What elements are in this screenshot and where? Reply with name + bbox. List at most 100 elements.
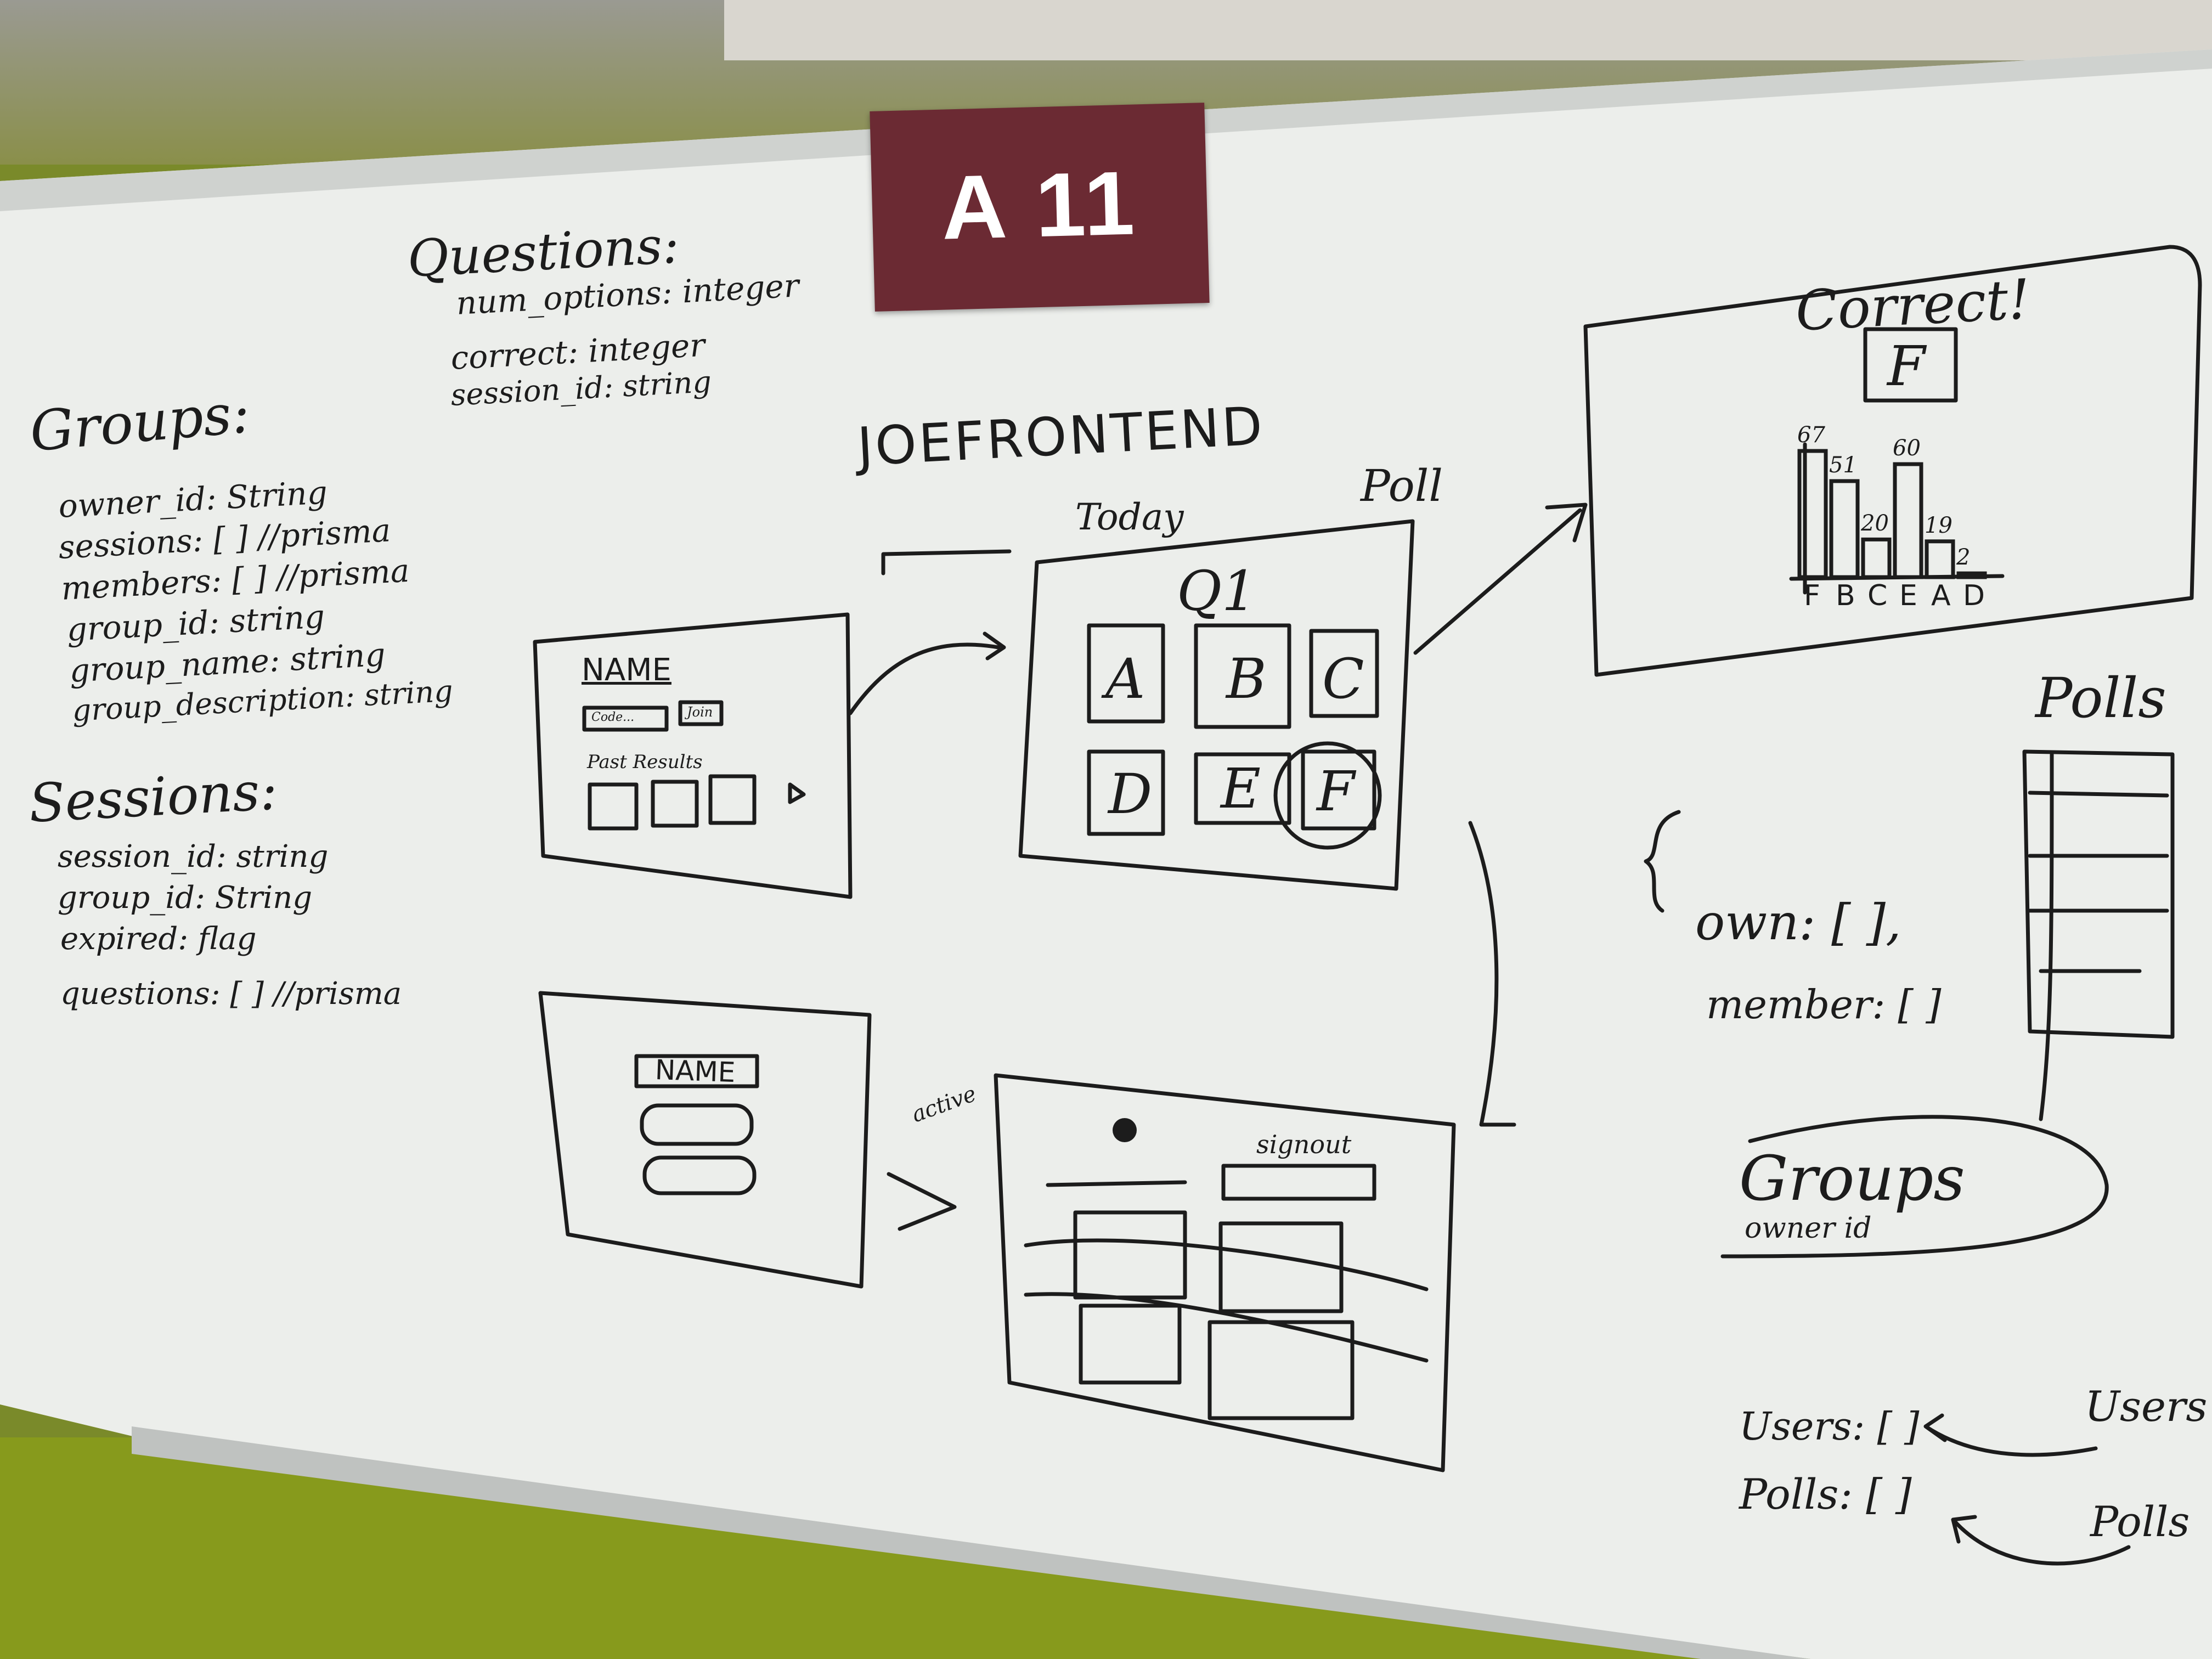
- option-d: D: [1108, 762, 1153, 826]
- chart-value-label: 67: [1797, 422, 1825, 448]
- join-screen-frame: [533, 612, 853, 899]
- groups-box-label: Groups: [1739, 1143, 1965, 1215]
- arrow-polls: [1951, 1515, 2131, 1566]
- owner-id-label: owner id: [1745, 1212, 1872, 1245]
- room-sign: A 11: [870, 103, 1210, 312]
- chart-category-label: F: [1804, 579, 1820, 612]
- option-box-d: [1087, 749, 1165, 836]
- result-title: Correct!: [1793, 267, 2032, 343]
- avatar-dot: [1113, 1118, 1137, 1142]
- group-card-3: [1079, 1304, 1182, 1385]
- polls-to-groups-line: [2039, 752, 2054, 1121]
- login-field-2: [642, 1155, 757, 1195]
- chart-bar: [1925, 539, 1955, 579]
- option-e: E: [1221, 757, 1261, 821]
- chart-bars: [1797, 449, 1987, 579]
- polls-title: Polls: [2035, 666, 2166, 730]
- groups-oval: [1720, 1115, 2109, 1259]
- group-card-1: [1073, 1210, 1187, 1300]
- marker-tray: [132, 1426, 1810, 1659]
- option-b: B: [1226, 647, 1267, 711]
- chart-category-label: B: [1836, 579, 1855, 612]
- login-field-1: [640, 1103, 754, 1146]
- poll-label: Poll: [1361, 460, 1443, 511]
- result-answer: F: [1887, 334, 1926, 398]
- member-field: member: [ ]: [1706, 981, 1942, 1028]
- own-field: own: [ ],: [1695, 894, 1901, 951]
- chart-value-label: 20: [1861, 511, 1889, 537]
- sessions-field-2: group_id: String: [58, 880, 313, 916]
- arrow-join-to-poll: [848, 642, 1001, 715]
- option-box-e: [1194, 752, 1291, 825]
- chart-bar: [1797, 449, 1828, 579]
- past-results-label: Past Results: [587, 751, 703, 773]
- past-result-card-2: [651, 780, 699, 828]
- arrow-users: [1923, 1413, 2098, 1457]
- chart-value-label: 2: [1956, 545, 1971, 571]
- code-input-box: [582, 706, 669, 732]
- login-name-label: NAME: [654, 1054, 736, 1089]
- whiteboard-surface: [0, 49, 2212, 1659]
- polls-list-rows: [2028, 791, 2169, 973]
- back-arrow-icon: [881, 549, 1012, 575]
- answer-box: [1863, 327, 1958, 403]
- chart-value-label: 51: [1829, 452, 1857, 478]
- sessions-title: Sessions:: [27, 760, 279, 834]
- past-result-card-3: [708, 774, 757, 825]
- curly-brace-icon: [1644, 810, 1681, 913]
- polls-list-frame: [2022, 749, 2175, 1039]
- chart-value-label: 60: [1893, 436, 1921, 461]
- join-name-label: NAME: [582, 652, 672, 688]
- signout-label: signout: [1256, 1130, 1352, 1159]
- sessions-field-1: session_id: string: [58, 839, 329, 874]
- option-box-f: [1301, 749, 1376, 831]
- today-label: Today: [1075, 496, 1184, 538]
- arrow-head-icon: [1545, 503, 1588, 543]
- chart-bar: [1956, 571, 1987, 579]
- poll-screen-frame: [1018, 519, 1415, 891]
- option-box-a: [1087, 623, 1165, 724]
- name-box: [634, 1054, 759, 1088]
- chart-category-label: A: [1931, 579, 1951, 612]
- question-label: Q1: [1177, 559, 1257, 623]
- result-screen-frame: [1583, 245, 2202, 677]
- signout-box: [1221, 1164, 1376, 1201]
- option-a: A: [1105, 647, 1146, 711]
- chart-category-label: D: [1963, 579, 1985, 612]
- option-f: F: [1317, 759, 1355, 823]
- option-box-c: [1309, 629, 1379, 718]
- group-card-2: [1218, 1221, 1344, 1313]
- users-field: Users: [ ]: [1739, 1404, 1920, 1449]
- polls-field: Polls: [ ]: [1739, 1470, 1912, 1519]
- dashboard-frame: [994, 1073, 1456, 1472]
- join-button-box: [678, 700, 724, 726]
- chart-value-label: 19: [1925, 512, 1953, 538]
- polls-source: Polls: [2090, 1497, 2190, 1546]
- chart-bar: [1893, 462, 1923, 579]
- arrow-login-to-dashboard: [887, 1172, 957, 1231]
- room-number: A 11: [940, 152, 1139, 258]
- sessions-field-3: expired: flag: [60, 921, 257, 957]
- join-button-label: Join: [687, 704, 713, 720]
- arrow-poll-to-dashboard: [1468, 821, 1516, 1127]
- past-result-card-1: [588, 782, 639, 831]
- arrow-poll-to-result: [1413, 508, 1582, 655]
- chart-bar: [1829, 479, 1860, 579]
- chart-category-label: C: [1867, 579, 1888, 612]
- sessions-field-4: questions: [ ] //prisma: [60, 976, 402, 1012]
- group-card-4: [1207, 1320, 1355, 1420]
- chart-bar: [1861, 537, 1892, 579]
- active-underline: [1046, 1180, 1187, 1187]
- option-box-b: [1194, 623, 1291, 729]
- dashboard-scribble-2: [1024, 1292, 1429, 1363]
- option-c: C: [1322, 647, 1364, 711]
- play-arrow-icon: [788, 782, 806, 804]
- selected-option-circle: [1273, 741, 1382, 850]
- login-screen-frame: [538, 991, 872, 1289]
- ceiling-panel: [724, 0, 2212, 60]
- users-source: Users: [2085, 1382, 2208, 1431]
- arrow-head-icon: [983, 631, 1006, 661]
- code-placeholder: Code...: [591, 710, 635, 724]
- chart-category-label: E: [1899, 579, 1917, 612]
